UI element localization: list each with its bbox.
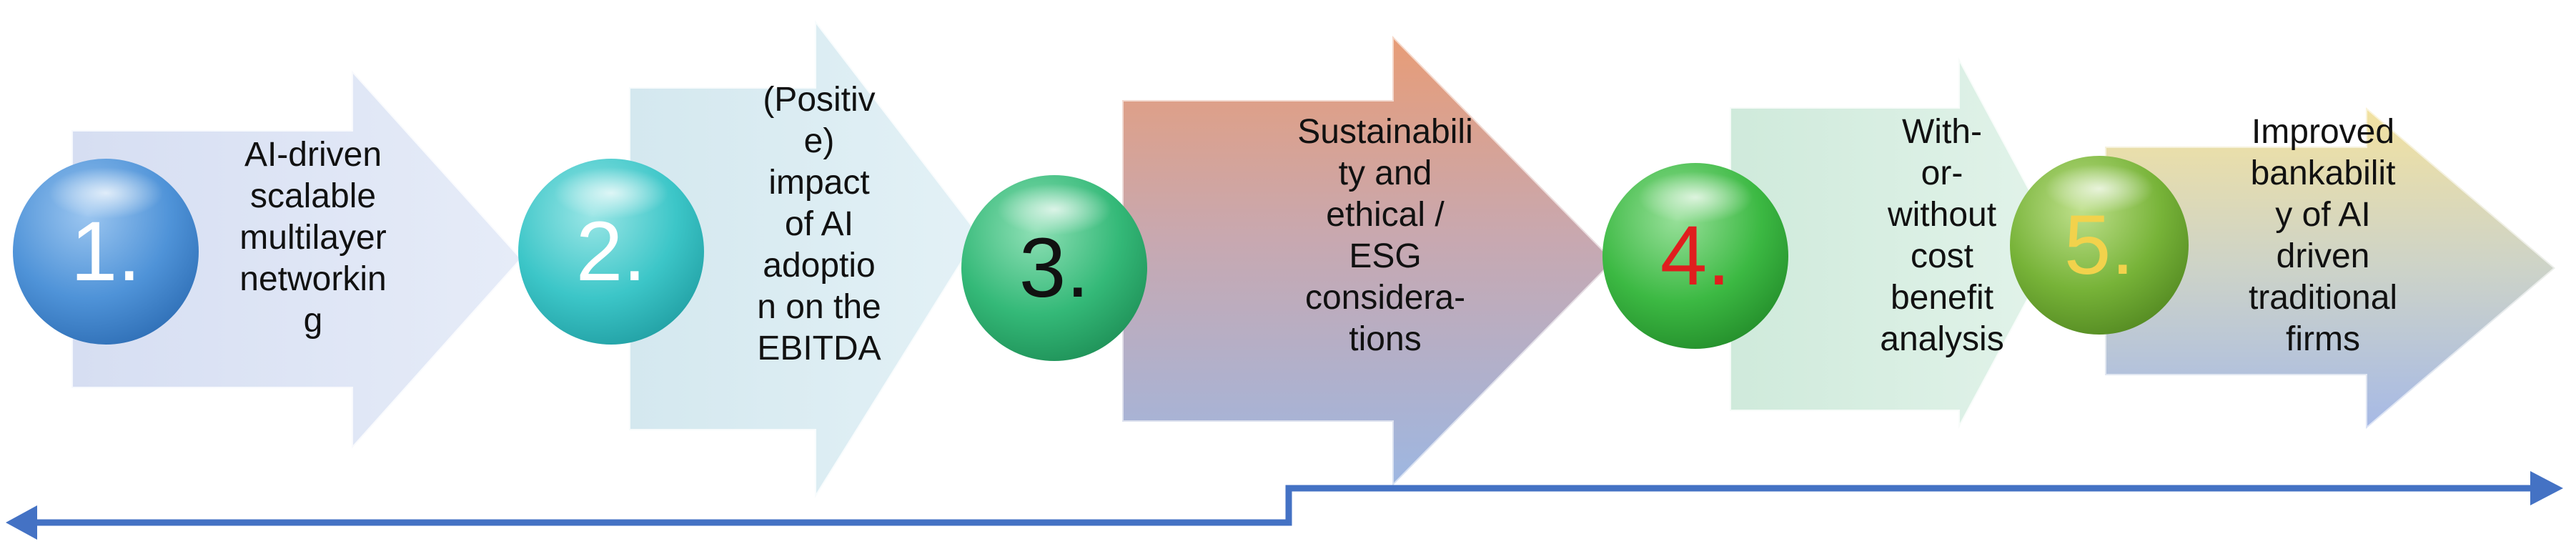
step-3-arrow [1121,32,1616,490]
step-label-line: of AI [785,205,853,243]
step-5-arrow [2104,104,2558,432]
step-3-circle [961,175,1147,361]
step-label-line: considera- [1305,279,1465,317]
step-4-number: 4. [1660,209,1730,303]
step-3-number: 3. [1019,221,1089,315]
timeline-arrow [6,471,2563,540]
step-label-line: ethical / [1326,196,1445,234]
step-label-line: e) [804,122,835,160]
step-numbers: 1. 2. 3. 4. 5. [71,198,2134,315]
step-label-line: cost [1911,237,1973,275]
step-label-line: networkin [239,260,386,298]
step-label-line: impact [768,164,869,202]
step-5-circle [2010,156,2189,335]
step-label-line: tions [1349,320,1421,358]
timeline-left-arrowhead [6,505,37,540]
timeline-right-arrowhead [2530,471,2563,505]
timeline-line [32,485,2534,526]
step-label-line: traditional [2249,279,2397,317]
step-label-line: bankabilit [2251,154,2396,192]
step-label-line: ty and [1339,154,1432,192]
step-4-arrow [1728,56,2061,430]
step-4-circle [1602,163,1788,349]
step-label-line: g [304,302,323,340]
step-label-line: With- [1902,113,1982,151]
step-1-arrow [70,66,524,453]
step-label-line: analysis [1880,320,2003,358]
step-1-number: 1. [71,204,141,299]
step-1-circle [13,159,199,345]
step-label-line: benefit [1891,279,1993,317]
step-label-line: adoptio [763,247,875,285]
step-label-line: without [1887,196,1996,234]
step-label-line: driven [2277,237,2370,275]
step-label-line: firms [2286,320,2360,358]
step-number-circles [13,156,2189,361]
step-label-line: n on the [757,288,881,326]
step-2-circle [518,159,704,345]
step-label-line: scalable [250,177,376,215]
step-label-line: AI-driven [244,136,382,174]
step-label-line: Sustainabili [1297,113,1472,151]
step-label-line: or- [1921,154,1963,192]
step-label-line: y of AI [2275,196,2370,234]
step-label-line: ESG [1349,237,1421,275]
step-arrows [70,16,2558,503]
step-label-line: multilayer [239,219,386,257]
step-label-line: (Positiv [763,81,875,119]
step-2-number: 2. [576,204,646,299]
step-2-arrow [628,16,981,503]
step-label-line: Improved [2251,113,2394,151]
step-label-line: EBITDA [757,330,881,367]
step-5-number: 5. [2064,198,2134,292]
